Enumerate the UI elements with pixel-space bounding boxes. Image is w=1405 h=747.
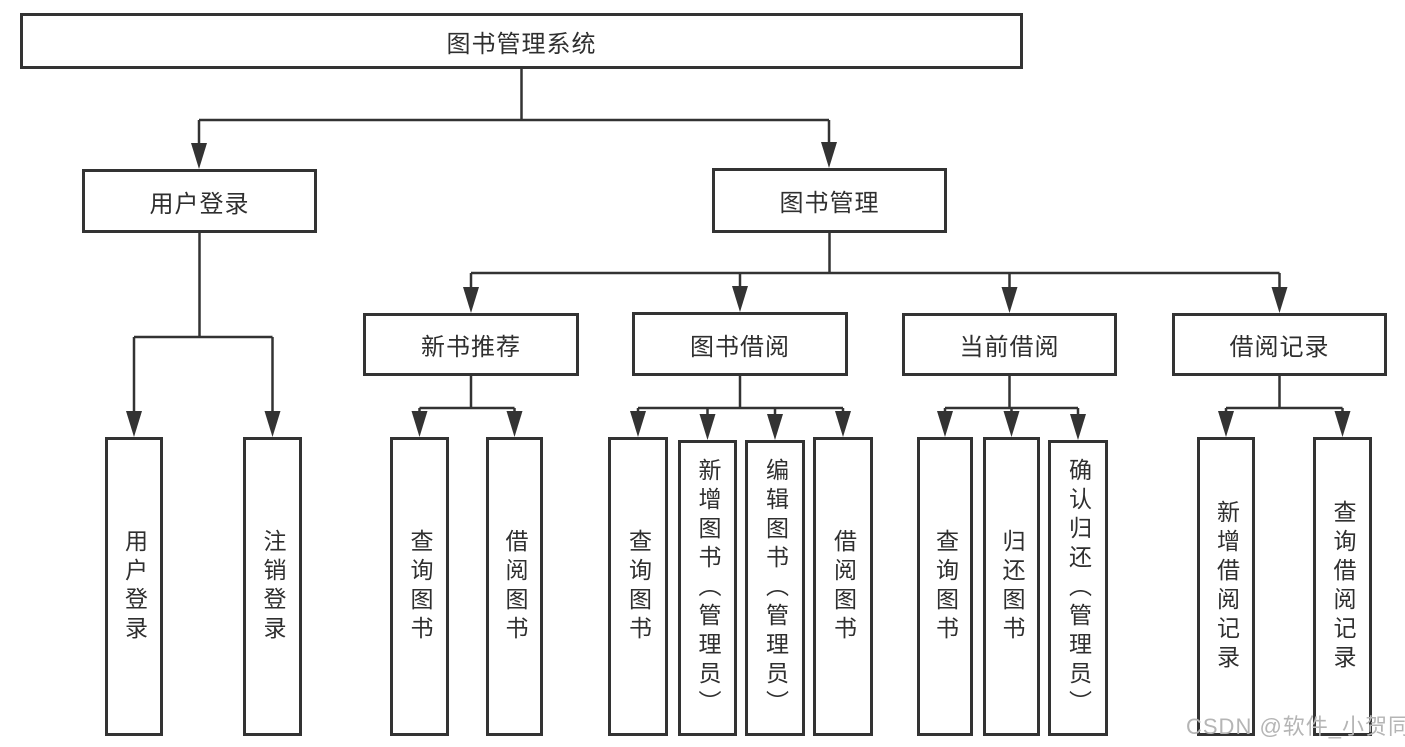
- leaf-query-books-2: 查询图书: [608, 437, 668, 736]
- node-label: 新增图书（管理员）: [695, 457, 721, 719]
- node-label: 查询图书: [625, 528, 652, 645]
- node-label: 编辑图书（管理员）: [762, 457, 789, 719]
- node-label: 图书管理: [779, 190, 880, 217]
- node-book-borrow: 图书借阅: [632, 312, 848, 376]
- csdn-watermark: CSDN @软件_小贺同学: [1186, 714, 1405, 739]
- node-current-borrow: 当前借阅: [902, 313, 1117, 376]
- node-label: 查询借阅记录: [1330, 499, 1356, 674]
- node-label: 查询图书: [407, 528, 433, 645]
- leaf-user-login: 用户登录: [105, 437, 163, 736]
- node-label: 确认归还（管理员）: [1065, 457, 1092, 719]
- node-label: 图书管理系统: [446, 30, 597, 58]
- node-label: 归还图书: [999, 528, 1025, 645]
- node-label: 借阅图书: [830, 528, 857, 645]
- leaf-edit-book-admin: 编辑图书（管理员）: [745, 440, 805, 736]
- leaf-return-book: 归还图书: [983, 437, 1040, 736]
- node-label: 图书借阅: [690, 333, 790, 361]
- node-label: 当前借阅: [959, 334, 1060, 361]
- leaf-query-books-1: 查询图书: [390, 437, 449, 736]
- node-new-book-recommend: 新书推荐: [363, 313, 579, 376]
- leaf-add-book-admin: 新增图书（管理员）: [678, 440, 737, 736]
- node-label: 借阅记录: [1229, 334, 1330, 361]
- node-borrow-records: 借阅记录: [1172, 313, 1387, 376]
- leaf-borrow-books-1: 借阅图书: [486, 437, 543, 736]
- node-label: 新增借阅记录: [1213, 499, 1240, 674]
- node-label: 借阅图书: [502, 528, 528, 645]
- node-label: 用户登录: [149, 190, 250, 218]
- node-label: 新书推荐: [421, 334, 521, 361]
- node-root-system: 图书管理系统: [20, 13, 1023, 69]
- leaf-query-books-3: 查询图书: [917, 437, 973, 736]
- leaf-query-borrow-record: 查询借阅记录: [1313, 437, 1372, 736]
- node-label: 注销登录: [260, 528, 286, 645]
- node-label: 用户登录: [121, 528, 148, 645]
- node-book-management: 图书管理: [712, 168, 947, 233]
- leaf-add-borrow-record: 新增借阅记录: [1197, 437, 1255, 736]
- node-user-login-module: 用户登录: [82, 169, 317, 233]
- leaf-logout: 注销登录: [243, 437, 302, 736]
- leaf-confirm-return-admin: 确认归还（管理员）: [1048, 440, 1108, 736]
- leaf-borrow-books-2: 借阅图书: [813, 437, 873, 736]
- node-label: 查询图书: [932, 528, 959, 645]
